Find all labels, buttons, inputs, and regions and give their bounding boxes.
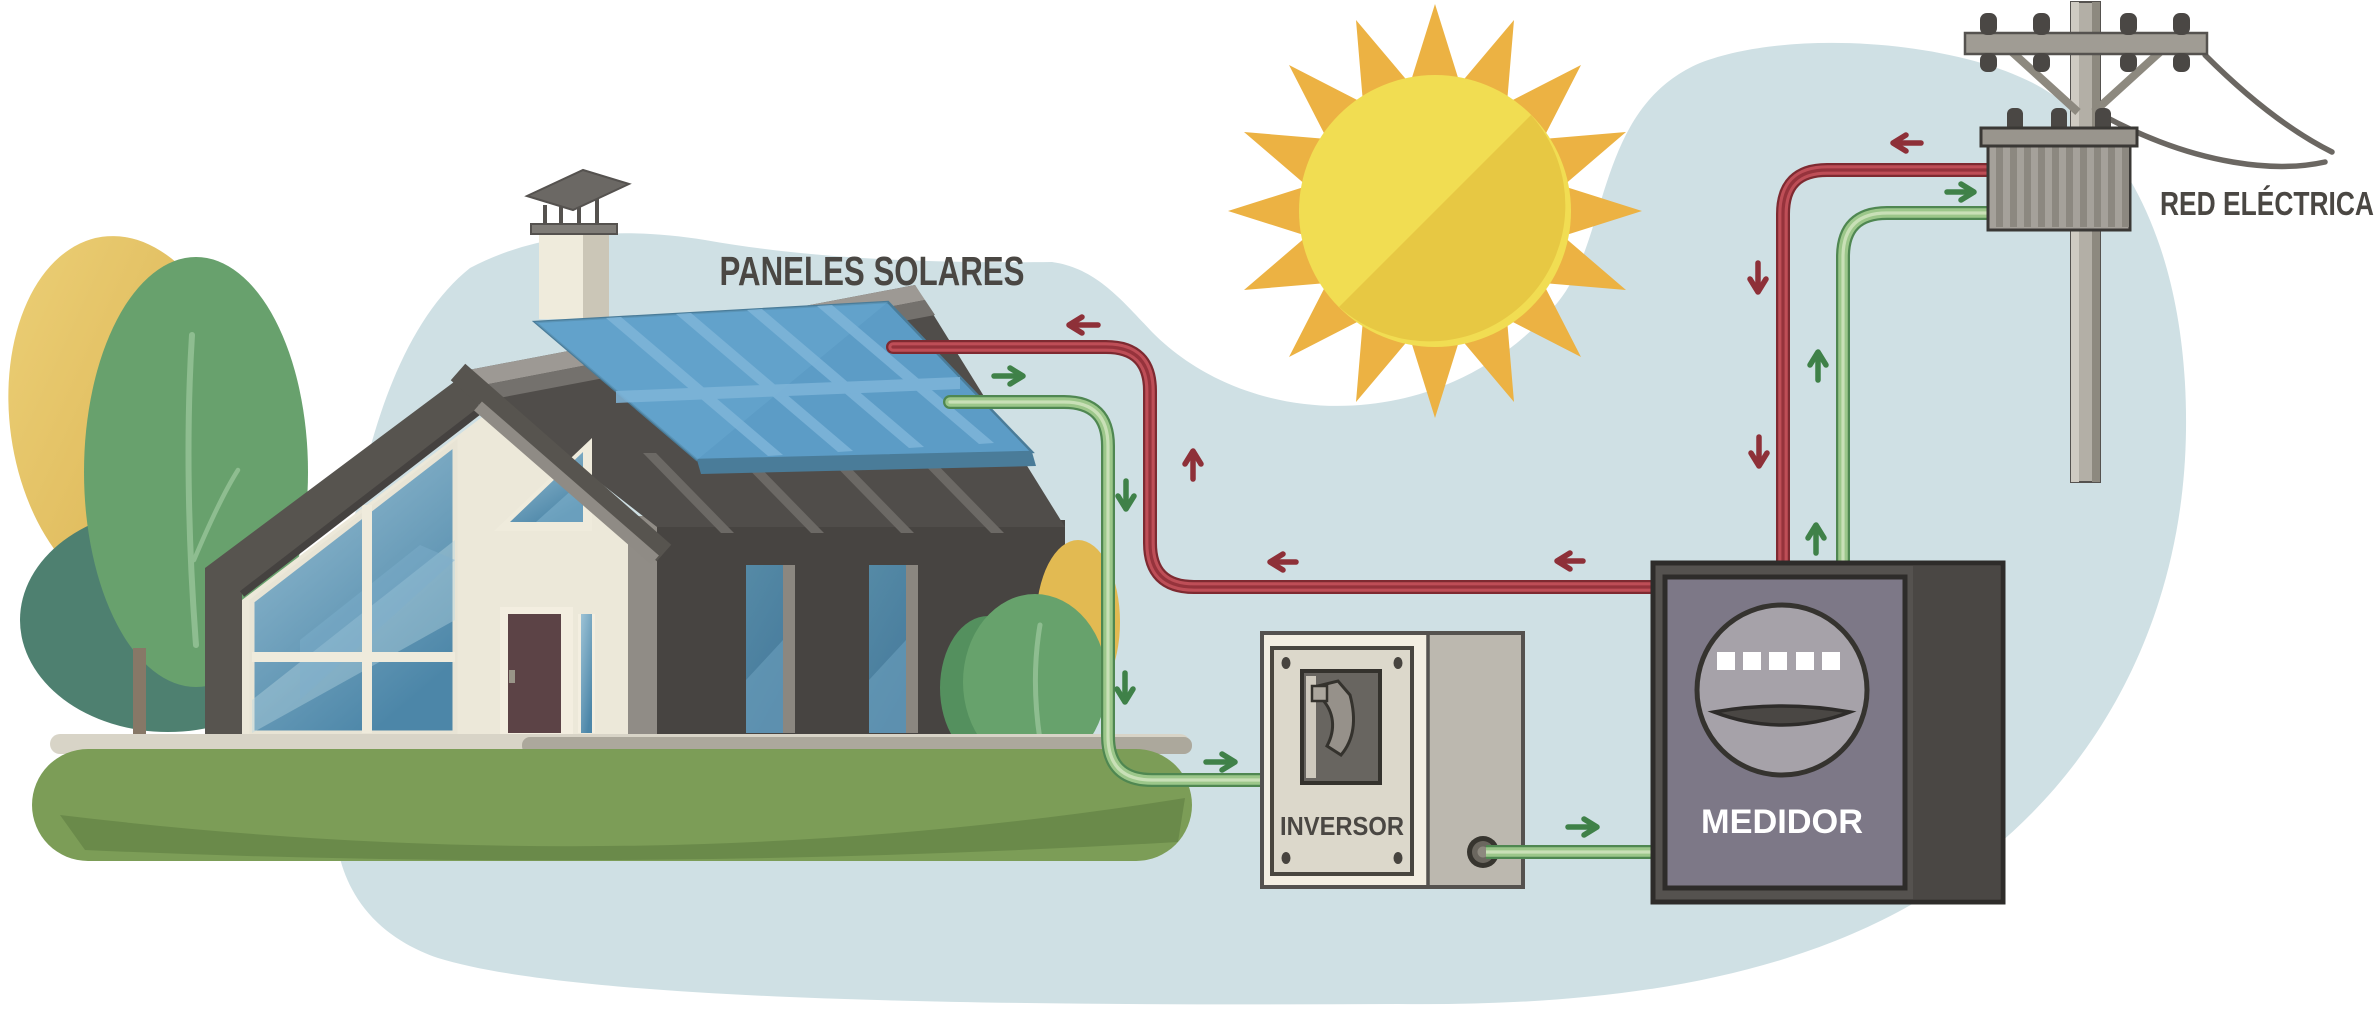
chimney-posts	[543, 186, 599, 229]
front-window-mullion-v	[362, 505, 372, 733]
sun-body-shade	[1339, 115, 1566, 342]
roof-seams	[643, 453, 1004, 533]
front-window-streak	[252, 540, 455, 733]
door-handle	[509, 670, 515, 683]
gable-trim-left	[205, 376, 481, 755]
flow-arrows	[991, 132, 1977, 838]
inverter-screws	[1281, 657, 1403, 864]
grass-shadow	[60, 798, 1185, 861]
inverter-box: INVERSOR	[1260, 631, 1525, 889]
side-window-2	[869, 565, 918, 733]
pole-insulators	[1980, 13, 2190, 72]
inverter-label: INVERSOR	[1280, 811, 1404, 841]
front-window-mullion-h	[252, 652, 455, 662]
gable-trim-shadow	[239, 409, 481, 597]
chimney	[524, 168, 632, 319]
meter-box: MEDIDOR	[1650, 560, 2006, 905]
chimney-collar	[530, 223, 618, 235]
label-solar-panels: PANELES SOLARES	[720, 248, 1025, 294]
gable-trim-right-light	[474, 401, 659, 565]
ground	[32, 734, 1192, 861]
meter-label: MEDIDOR	[1701, 803, 1863, 841]
tree-green-vein-branch	[191, 467, 241, 563]
pole-braces	[2009, 49, 2163, 115]
meter-lens	[1707, 704, 1857, 727]
sun-icon	[1228, 4, 1642, 418]
house	[205, 168, 1065, 755]
panel-edge-thickness	[697, 452, 1036, 474]
inverter-switch	[1300, 669, 1382, 785]
inverter-port	[1467, 836, 1499, 868]
utility-pole	[1963, 1, 2335, 483]
front-door	[500, 607, 595, 735]
chimney-cap	[524, 168, 632, 212]
side-window-1	[746, 565, 795, 733]
arrows-red	[1066, 132, 1924, 573]
tree-green-vein	[185, 332, 199, 648]
solar-panel-array	[531, 300, 1036, 474]
tree-trunk	[133, 648, 146, 745]
meter-dial	[1694, 602, 1870, 778]
bush-right-group	[940, 540, 1120, 770]
panel-frame-stripes	[606, 305, 994, 456]
pole-transformer	[1979, 108, 2139, 232]
pole-crossarm	[1963, 31, 2209, 56]
label-grid: RED ELÉCTRICA	[2160, 185, 2374, 222]
arrows-green	[991, 181, 1977, 838]
meter-display-digits	[1717, 652, 1840, 670]
gable-trim-right	[450, 363, 672, 562]
front-window	[249, 438, 458, 736]
door-sidelight	[581, 614, 592, 733]
